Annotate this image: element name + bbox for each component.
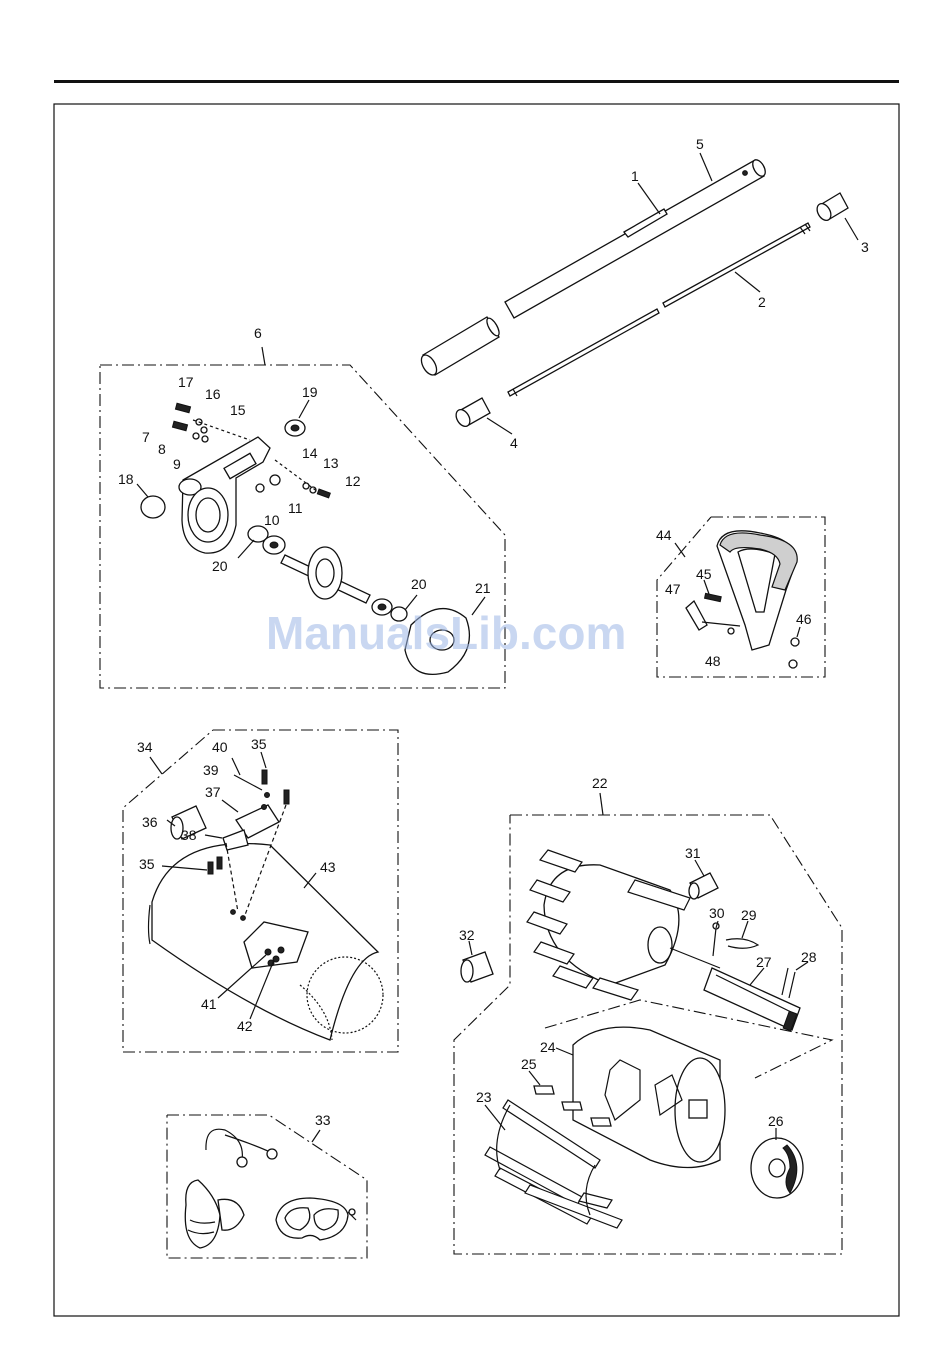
label-47: 47 [665, 581, 681, 597]
label-16: 16 [205, 386, 221, 402]
accessories-group [167, 1115, 367, 1258]
label-10: 10 [264, 512, 280, 528]
label-33: 33 [315, 1112, 331, 1128]
label-12: 12 [345, 473, 361, 489]
watermark-text: ManualsLib.com [266, 607, 626, 659]
label-28: 28 [801, 949, 817, 965]
label-23: 23 [476, 1089, 492, 1105]
label-9: 9 [173, 456, 181, 472]
label-29: 29 [741, 907, 757, 923]
shaft-assembly [418, 153, 858, 434]
label-45: 45 [696, 566, 712, 582]
label-1: 1 [631, 168, 639, 184]
label-25: 25 [521, 1056, 537, 1072]
label-43: 43 [320, 859, 336, 875]
label-37: 37 [205, 784, 221, 800]
label-19: 19 [302, 384, 318, 400]
label-6: 6 [254, 325, 262, 341]
label-38: 38 [181, 827, 197, 843]
label-11: 11 [288, 500, 303, 516]
label-39: 39 [203, 762, 219, 778]
label-22: 22 [592, 775, 608, 791]
label-8: 8 [158, 441, 166, 457]
label-24: 24 [540, 1039, 556, 1055]
label-13: 13 [323, 455, 339, 471]
label-20-right: 20 [411, 576, 427, 592]
label-5: 5 [696, 136, 704, 152]
label-34: 34 [137, 739, 153, 755]
label-42: 42 [237, 1018, 253, 1034]
rotor-group [454, 793, 842, 1254]
label-7: 7 [142, 429, 150, 445]
label-20-left: 20 [212, 558, 228, 574]
label-35-mid: 35 [139, 856, 155, 872]
label-26: 26 [768, 1113, 784, 1129]
label-30: 30 [709, 905, 725, 921]
label-2: 2 [758, 294, 766, 310]
label-18: 18 [118, 471, 134, 487]
label-17: 17 [178, 374, 194, 390]
label-46: 46 [796, 611, 812, 627]
label-35-top: 35 [251, 736, 267, 752]
label-48: 48 [705, 653, 721, 669]
label-15: 15 [230, 402, 246, 418]
handle-group [657, 517, 825, 677]
label-27: 27 [756, 954, 772, 970]
label-3: 3 [861, 239, 869, 255]
label-4: 4 [510, 435, 518, 451]
label-32: 32 [459, 927, 475, 943]
label-40: 40 [212, 739, 228, 755]
label-21: 21 [475, 580, 491, 596]
cover-group [123, 730, 398, 1052]
label-44: 44 [656, 527, 672, 543]
label-36: 36 [142, 814, 158, 830]
diagram-frame [54, 104, 899, 1316]
label-31: 31 [685, 845, 701, 861]
header-rule [54, 80, 899, 83]
label-14: 14 [302, 445, 318, 461]
label-41: 41 [201, 996, 217, 1012]
